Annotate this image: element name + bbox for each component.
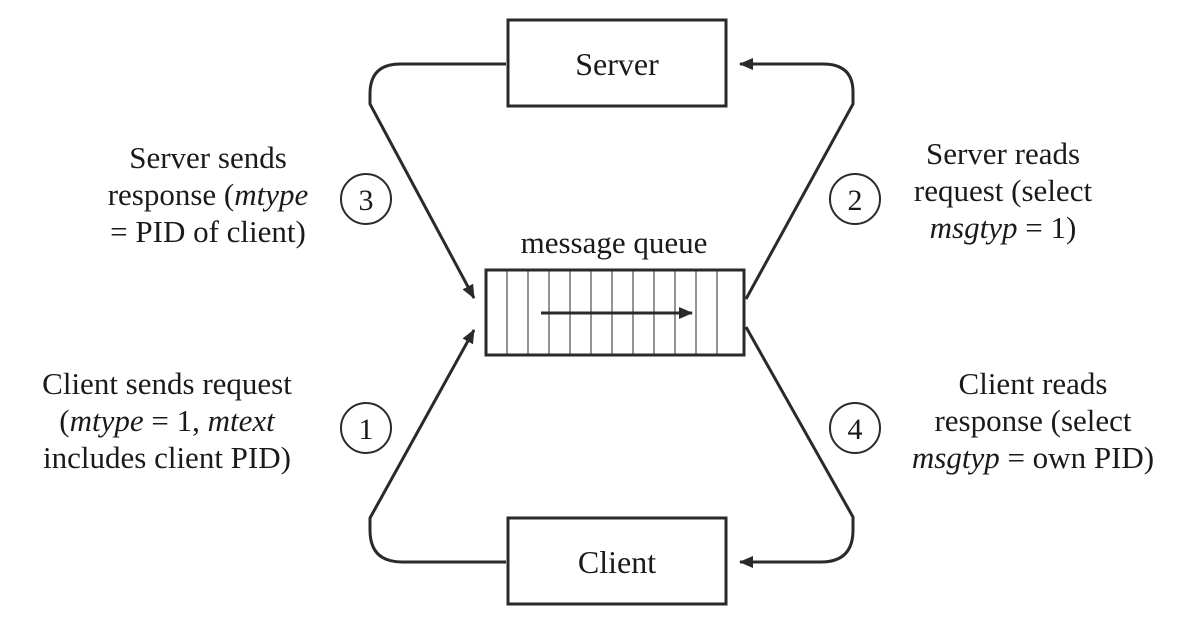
client-label: Client xyxy=(578,544,656,580)
step-2-text-run: Server reads xyxy=(926,136,1080,171)
step-2-text-run: request (select xyxy=(914,173,1093,208)
step-4-text-run: Client reads xyxy=(959,366,1108,401)
step-3-marker: 3 xyxy=(340,173,392,225)
server-node: Server xyxy=(506,18,728,108)
step-4-number: 4 xyxy=(848,413,863,446)
step-3-text-run: mtype xyxy=(234,177,308,212)
step-3-text-run: = PID of client) xyxy=(110,214,306,249)
message-queue-label: message queue xyxy=(521,225,708,260)
step-2-number: 2 xyxy=(848,184,863,217)
step-1-number: 1 xyxy=(359,413,374,446)
step-4-text-run: response (select xyxy=(934,403,1131,438)
server-label: Server xyxy=(575,46,659,82)
step-3-text-run: response ( xyxy=(108,177,235,212)
step-1-text-run: ( xyxy=(59,403,69,438)
step-4-marker: 4 xyxy=(829,402,881,454)
step-4-text-run: = own PID) xyxy=(1000,440,1154,475)
client-node: Client xyxy=(506,516,728,606)
step-3-text-run: Server sends xyxy=(129,140,287,175)
arrow-queue-to-server xyxy=(739,58,855,300)
step-1-text-run: = 1, xyxy=(144,403,208,438)
step-1-text-run: includes client PID) xyxy=(43,440,291,475)
step-1-text-run: mtext xyxy=(208,403,277,438)
step-4-text-run: msgtyp xyxy=(912,440,1000,475)
step-1-text-run: mtype xyxy=(70,403,144,438)
step-2-text-run: msgtyp xyxy=(930,210,1018,245)
message-queue: message queue xyxy=(484,225,746,357)
arrow-client-to-queue xyxy=(368,329,506,564)
step-2-text-run: = 1) xyxy=(1018,210,1077,245)
step-3-number: 3 xyxy=(359,184,374,217)
step-1-text-run: Client sends request xyxy=(42,366,292,401)
arrow-server-to-queue xyxy=(368,62,506,299)
step-1-marker: 1 xyxy=(340,402,392,454)
arrow-queue-to-client xyxy=(739,326,855,568)
step-2-marker: 2 xyxy=(829,173,881,225)
